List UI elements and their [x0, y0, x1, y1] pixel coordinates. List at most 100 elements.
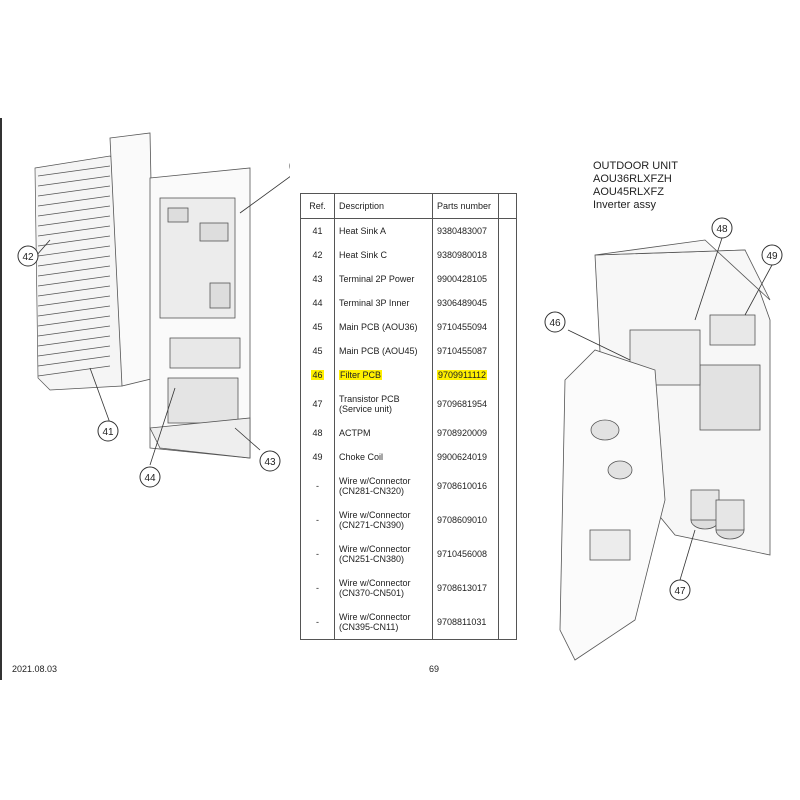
- description-text: Terminal 2P Power: [339, 274, 415, 284]
- svg-text:49: 49: [766, 251, 778, 262]
- blank-cell: [498, 218, 517, 243]
- description-subtext: (CN251-CN380): [339, 554, 405, 564]
- description-cell: Choke Coil: [334, 445, 433, 469]
- parts-number-value: 9710455087: [437, 346, 488, 356]
- svg-text:43: 43: [264, 457, 276, 468]
- description-cell: Heat Sink C: [334, 243, 433, 267]
- description-text: Wire w/Connector: [339, 612, 411, 622]
- ref-value: -: [316, 583, 319, 593]
- parts-number-cell: 9380483007: [432, 218, 499, 243]
- ref-cell: -: [300, 503, 335, 537]
- description-cell: Filter PCB: [334, 363, 433, 387]
- callout-49: 49: [761, 244, 783, 266]
- ref-value: 42: [312, 250, 323, 260]
- table-row: -Wire w/Connector(CN281-CN320)9708610016: [300, 469, 517, 503]
- callout-42: 42: [17, 245, 39, 267]
- parts-number-cell: 9709911112: [432, 363, 499, 387]
- ref-cell: 45: [300, 315, 335, 339]
- ref-cell: 48: [300, 421, 335, 445]
- table-row: 43 Terminal 2P Power 9900428105: [300, 267, 517, 291]
- ref-value: 45: [312, 322, 323, 332]
- svg-text:46: 46: [549, 318, 561, 329]
- parts-number-value: 9900624019: [437, 452, 488, 462]
- description-cell: Wire w/Connector(CN271-CN390): [334, 503, 433, 537]
- svg-text:42: 42: [22, 252, 34, 263]
- description-cell: Wire w/Connector(CN251-CN380): [334, 537, 433, 571]
- blank-cell: [498, 421, 517, 445]
- page-edge-rule: [0, 118, 2, 680]
- ref-value: 47: [312, 399, 323, 409]
- blank-cell: [498, 387, 517, 421]
- description-cell: Terminal 2P Power: [334, 267, 433, 291]
- parts-number-value: 9380980018: [437, 250, 488, 260]
- blank-cell: [498, 243, 517, 267]
- svg-text:44: 44: [144, 473, 156, 484]
- heat-sink-assembly-diagram: 42 45 41 44 43: [17, 132, 290, 488]
- parts-number-value: 9709911112: [437, 370, 488, 380]
- ref-cell: -: [300, 605, 335, 640]
- description-cell: Wire w/Connector(CN281-CN320): [334, 469, 433, 503]
- ref-cell: 43: [300, 267, 335, 291]
- description-cell: Main PCB (AOU36): [334, 315, 433, 339]
- table-row: - Wire w/Connector(CN370-CN501) 9708613017: [300, 571, 517, 605]
- parts-number-value: 9708613017: [437, 583, 488, 593]
- parts-number-value: 9900428105: [437, 274, 488, 284]
- parts-number-cell: 9708811031: [432, 605, 499, 640]
- parts-number-cell: 9380980018: [432, 243, 499, 267]
- inverter-assembly-diagram: 48 49 46 47: [544, 217, 783, 661]
- blank-cell: [498, 291, 517, 315]
- ref-value: 44: [312, 298, 323, 308]
- ref-value: 45: [312, 346, 323, 356]
- ref-cell: 41: [300, 218, 335, 243]
- ref-value: 49: [312, 452, 323, 462]
- callout-48: 48: [711, 217, 733, 239]
- ref-value: -: [316, 515, 319, 525]
- description-text: Filter PCB: [339, 370, 383, 380]
- ref-header: Ref.: [300, 193, 335, 219]
- ref-value: 41: [312, 226, 323, 236]
- description-text: Wire w/Connector: [339, 510, 411, 520]
- description-cell: Transistor PCB(Service unit): [334, 387, 433, 421]
- ref-value: 46: [311, 370, 324, 380]
- description-text: Wire w/Connector: [339, 544, 411, 554]
- blank-cell: [498, 267, 517, 291]
- parts-number-value: 9710455094: [437, 322, 488, 332]
- parts-number-cell: 9708613017: [432, 571, 499, 605]
- parts-number-cell: 9709681954: [432, 387, 499, 421]
- parts-number-cell: 9900428105: [432, 267, 499, 291]
- blank-cell: [498, 445, 517, 469]
- parts-number-value: 9380483007: [437, 226, 488, 236]
- parts-number-cell: 9306489045: [432, 291, 499, 315]
- parts-number-cell: 9708920009: [432, 421, 499, 445]
- parts-number-header: Parts number: [432, 193, 499, 219]
- model-number-line: AOU45RLXFZ: [593, 186, 664, 198]
- parts-number-value: 9710456008: [437, 549, 488, 559]
- svg-text:48: 48: [716, 224, 728, 235]
- unit-title: OUTDOOR UNIT AOU36RLXFZH AOU45RLXFZ Inve…: [593, 160, 678, 212]
- blank-cell: [498, 469, 517, 503]
- ref-cell: 44: [300, 291, 335, 315]
- table-row: 45 Main PCB (AOU36) 9710455094: [300, 315, 517, 339]
- description-text: Heat Sink C: [339, 250, 388, 260]
- pcb-mounting-plate: [109, 132, 251, 459]
- parts-number-cell: 9900624019: [432, 445, 499, 469]
- parts-number-value: 9306489045: [437, 298, 488, 308]
- table-header-row: Ref. Description Parts number: [300, 193, 517, 219]
- description-subtext: (Service unit): [339, 404, 393, 414]
- ref-cell: -: [300, 571, 335, 605]
- description-text: Wire w/Connector: [339, 476, 411, 486]
- table-row: 47 Transistor PCB(Service unit)9709681954: [300, 387, 517, 421]
- description-cell: Heat Sink A: [334, 218, 433, 243]
- description-subtext: (CN370-CN501): [339, 588, 405, 598]
- svg-text:47: 47: [674, 586, 686, 597]
- description-cell: Terminal 3P Inner: [334, 291, 433, 315]
- blank-cell: [498, 339, 517, 363]
- description-text: Wire w/Connector: [339, 578, 411, 588]
- table-row: 41 Heat Sink A 9380483007: [300, 218, 517, 243]
- callout-47: 47: [669, 579, 691, 601]
- description-subtext: (CN395-CN11): [339, 622, 399, 632]
- table-row: 49 Choke Coil 9900624019: [300, 445, 517, 469]
- ref-cell: 47: [300, 387, 335, 421]
